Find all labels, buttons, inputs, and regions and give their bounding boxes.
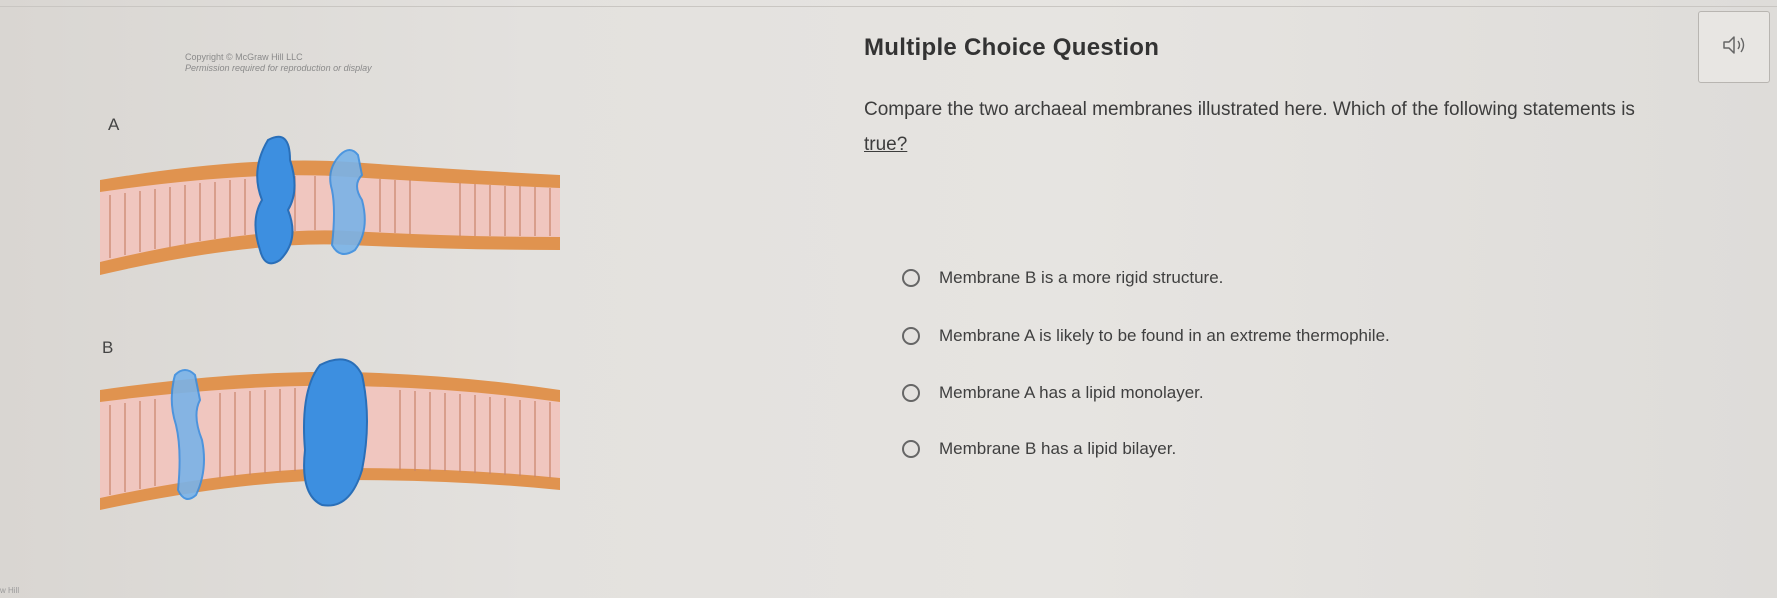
question-prompt: Compare the two archaeal membranes illus… <box>864 92 1769 162</box>
answer-option-2[interactable]: Membrane A is likely to be found in an e… <box>902 326 1390 346</box>
permission-line: Permission required for reproduction or … <box>185 63 372 73</box>
question-prompt-text: Compare the two archaeal membranes illus… <box>864 99 1635 120</box>
copyright-line: Copyright © McGraw Hill LLC <box>185 52 303 62</box>
membrane-a-protein-1 <box>254 135 296 265</box>
footer-fragment: w Hill <box>0 586 20 595</box>
top-divider <box>0 6 1777 7</box>
answer-option-label: Membrane B is a more rigid structure. <box>939 268 1224 287</box>
membrane-a-illustration <box>100 135 560 275</box>
answer-option-label: Membrane A has a lipid monolayer. <box>939 383 1204 402</box>
membrane-a-protein-2 <box>329 149 366 255</box>
radio-button[interactable] <box>902 384 920 402</box>
speaker-icon <box>1721 34 1747 61</box>
answer-option-label: Membrane B has a lipid bilayer. <box>939 439 1177 458</box>
membrane-b-protein-2 <box>303 358 368 507</box>
membrane-b-illustration <box>100 358 560 510</box>
membrane-b-lipid-tails <box>109 388 551 495</box>
membrane-figure: Copyright © McGraw Hill LLC Permission r… <box>100 40 560 560</box>
answer-option-1[interactable]: Membrane B is a more rigid structure. <box>902 268 1223 288</box>
membrane-b-label: B <box>102 338 114 357</box>
radio-button[interactable] <box>902 269 920 287</box>
radio-button[interactable] <box>902 440 920 458</box>
membrane-b-protein-1 <box>170 369 205 500</box>
answer-option-label: Membrane A is likely to be found in an e… <box>939 326 1390 345</box>
copyright-notice: Copyright © McGraw Hill LLC Permission r… <box>185 52 372 74</box>
answer-option-3[interactable]: Membrane A has a lipid monolayer. <box>902 383 1204 403</box>
question-heading: Multiple Choice Question <box>864 34 1160 61</box>
radio-button[interactable] <box>902 327 920 345</box>
answer-option-4[interactable]: Membrane B has a lipid bilayer. <box>902 439 1176 459</box>
audio-button[interactable] <box>1698 11 1770 83</box>
membrane-a-label: A <box>108 115 120 134</box>
question-prompt-end: true? <box>864 134 908 155</box>
